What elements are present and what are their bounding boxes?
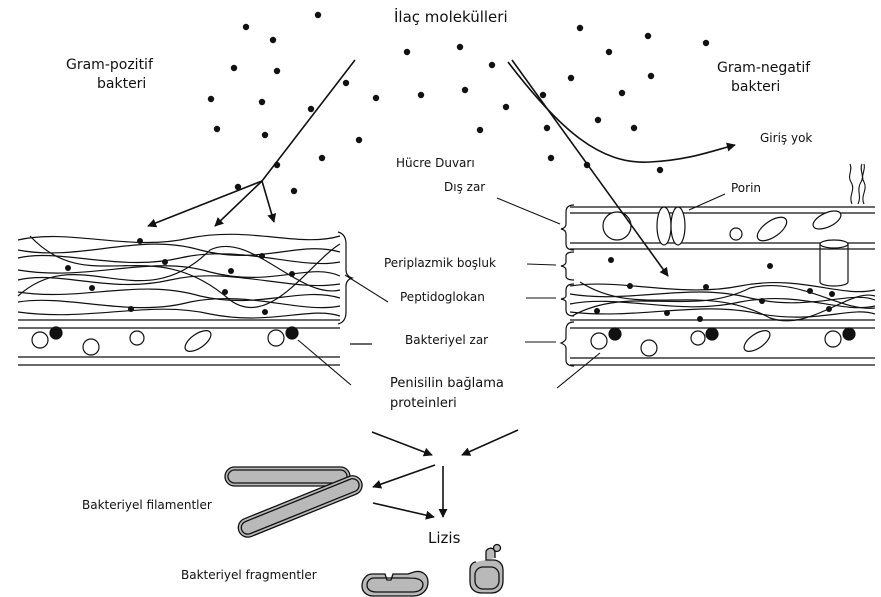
bacterial-fragments-shape (362, 545, 503, 597)
porin-label: Porin (731, 182, 761, 196)
bacterial-fragments-label: Bakteriyel fragmentler (181, 569, 317, 583)
pathway-arrows (372, 430, 518, 517)
pbp-label-line1: Penisilin bağlama (390, 377, 504, 392)
peptidoglycan-label: Peptidoglokan (400, 291, 485, 305)
lysis-label: Lizis (428, 530, 460, 547)
gram-positive-wall (18, 234, 340, 365)
gram-negative-label-line2: bakteri (731, 79, 780, 95)
bacterial-filaments-label: Bakteriyel filamentler (82, 499, 212, 513)
gram-positive-label-line1: Gram-pozitif (66, 57, 153, 73)
no-entry-label: Giriş yok (760, 132, 812, 146)
periplasmic-space-label: Periplazmik boşluk (384, 257, 496, 271)
lipopolysaccharide-strands (850, 164, 866, 204)
bacterial-membrane-label: Bakteriyel zar (405, 334, 488, 348)
drug-molecules-label: İlaç molekülleri (394, 9, 508, 26)
bacterial-filaments-shape (225, 467, 365, 540)
gram-negative-label-line1: Gram-negatif (717, 60, 810, 76)
cell-wall-label: Hücre Duvarı (396, 157, 475, 171)
gram-negative-membrane-proteins (591, 327, 855, 356)
gram-positive-membrane-proteins (32, 327, 298, 356)
gram-positive-braces (338, 232, 372, 344)
periplasm-cylinder (820, 240, 848, 286)
gram-positive-label-line2: bakteri (97, 76, 146, 92)
pbp-label-line2: proteinleri (390, 397, 457, 412)
outer-membrane-label: Dış zar (444, 181, 485, 195)
